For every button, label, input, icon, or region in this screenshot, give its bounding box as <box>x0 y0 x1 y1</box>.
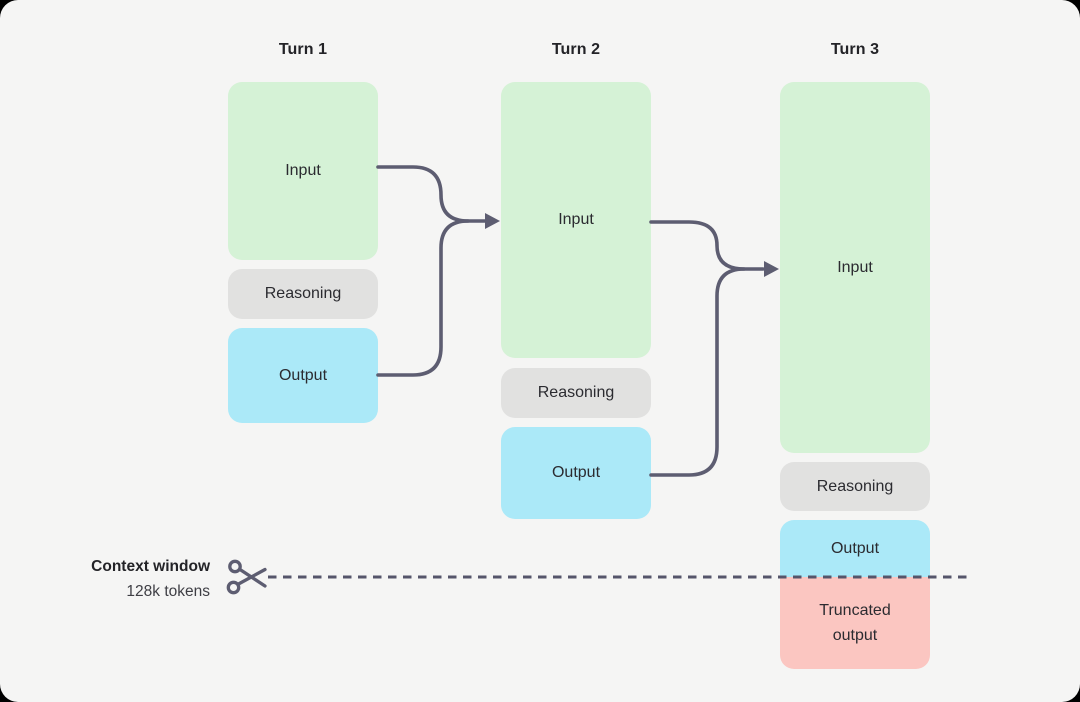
turn-3-input-box: Input <box>780 82 930 453</box>
turn-1-output-label: Output <box>278 366 328 384</box>
scissors-icon <box>226 559 267 595</box>
turn-1-label: Turn 1 <box>278 41 328 58</box>
turn-3-input-label: Input <box>837 258 873 276</box>
arrow-turn2-to-turn3 <box>649 220 765 477</box>
turn-1-input-box: Input <box>228 82 378 260</box>
turn-1-reasoning-label: Reasoning <box>264 285 342 302</box>
turn-3-reasoning-box: Reasoning <box>780 462 930 511</box>
turn-3-label: Turn 3 <box>830 41 880 58</box>
turn-3-output-label: Output <box>830 539 880 557</box>
turn-1-output-box: Output <box>228 328 378 423</box>
turn-1-input-label: Input <box>285 162 321 179</box>
turn-2-label: Turn 2 <box>551 41 601 58</box>
turn-2-input-label: Input <box>558 211 594 228</box>
arrowhead-into-turn3-icon <box>764 261 779 277</box>
turn-1-reasoning-box: Reasoning <box>228 269 378 319</box>
turn-2-output-label: Output <box>551 464 601 481</box>
turn-3-output-box: Output <box>780 520 930 577</box>
turn-2-reasoning-box: Reasoning <box>501 368 651 418</box>
turn-3-truncated-output-box: Truncated output <box>780 577 930 669</box>
turn-2-reasoning-label: Reasoning <box>537 384 615 401</box>
arrowhead-into-turn2-icon <box>485 213 500 229</box>
turn-3-reasoning-label: Reasoning <box>816 477 894 495</box>
context-window-title: Context window <box>91 558 210 575</box>
turn-2-output-box: Output <box>501 427 651 519</box>
context-window-caption: Context window 128k tokens <box>20 554 210 604</box>
turn-3-truncated-output-label: Truncated output <box>819 602 891 644</box>
context-window-subtitle: 128k tokens <box>126 583 210 600</box>
turn-2-input-box: Input <box>501 82 651 358</box>
arrow-turn1-to-turn2 <box>376 165 488 377</box>
